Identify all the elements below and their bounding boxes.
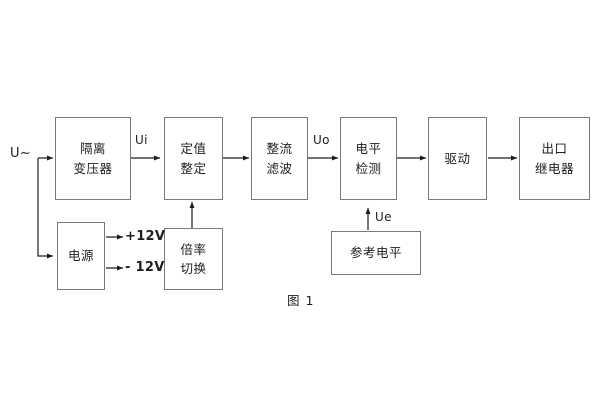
block-output-relay-line1: 出口	[541, 141, 568, 157]
block-rectify-filter[interactable]: 整流 滤波	[251, 117, 308, 200]
figure-caption: 图 1	[287, 293, 315, 308]
block-drive-line1: 驱动	[444, 150, 471, 166]
block-isolation-transformer-line2: 变压器	[73, 160, 113, 176]
block-power-supply-line1: 电源	[67, 248, 94, 264]
block-rectify-filter-line2: 滤波	[266, 160, 293, 176]
block-level-detect-line1: 电平	[355, 141, 382, 157]
block-level-detect[interactable]: 电平 检测	[340, 117, 397, 200]
block-output-relay-line2: 继电器	[534, 160, 574, 176]
label-ue: Ue	[375, 210, 392, 224]
label-input-source: U~	[10, 146, 32, 161]
label-rail-negative: - 12V	[125, 260, 165, 275]
block-level-detect-line2: 检测	[355, 160, 382, 176]
label-rail-positive: +12V	[125, 229, 166, 244]
block-power-supply[interactable]: 电源	[57, 222, 105, 290]
block-setpoint-line1: 定值	[180, 141, 207, 157]
block-reference-level-line1: 参考电平	[349, 245, 402, 261]
block-drive[interactable]: 驱动	[428, 117, 487, 200]
block-isolation-transformer[interactable]: 隔离 变压器	[55, 117, 131, 200]
block-reference-level[interactable]: 参考电平	[331, 231, 421, 275]
wire-source-branch-to-power	[37, 158, 54, 259]
block-multiplier-switch[interactable]: 倍率 切换	[164, 228, 223, 290]
label-ui: Ui	[135, 133, 148, 147]
block-multiplier-switch-line1: 倍率	[180, 241, 207, 257]
block-output-relay[interactable]: 出口 继电器	[519, 117, 590, 200]
block-setpoint[interactable]: 定值 整定	[164, 117, 223, 200]
block-isolation-transformer-line1: 隔离	[79, 141, 106, 157]
label-uo: Uo	[313, 133, 330, 147]
block-setpoint-line2: 整定	[180, 160, 207, 176]
block-rectify-filter-line1: 整流	[266, 141, 293, 157]
block-multiplier-switch-line2: 切换	[180, 261, 207, 276]
